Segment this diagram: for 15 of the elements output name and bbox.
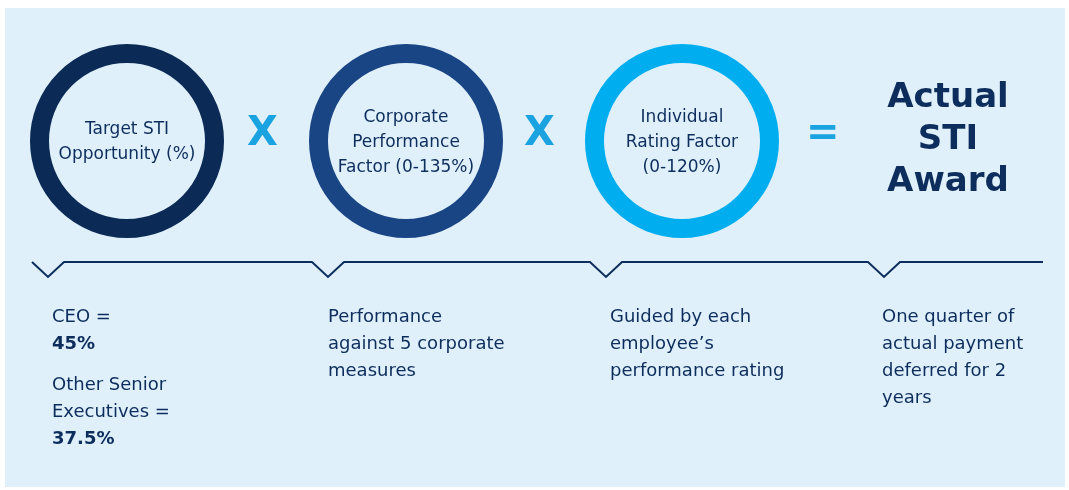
description-text: Guided by each employee’s performance rating [610,304,786,382]
multiply-sign: X [247,108,278,154]
description-text: One quarter of actual payment deferred for 2 years [882,304,1025,409]
factor-label: Individual Rating Factor (0-120%) [624,104,740,178]
description-text: Other Senior Executives = 37.5% [52,372,171,450]
ring-circle [30,44,224,238]
description-text: Performance against 5 corporate measures [328,304,506,382]
factor-label: Target STI Opportunity (%) [57,117,197,165]
ring-circle [309,44,503,238]
equals-sign: = [806,108,840,154]
multiply-sign: X [524,108,555,154]
result-label: Actual STI Award [886,74,1010,200]
description-text: CEO = 45% [52,304,112,355]
factor-label: Corporate Performance Factor (0-135%) [336,104,476,178]
ring-circle [585,44,779,238]
